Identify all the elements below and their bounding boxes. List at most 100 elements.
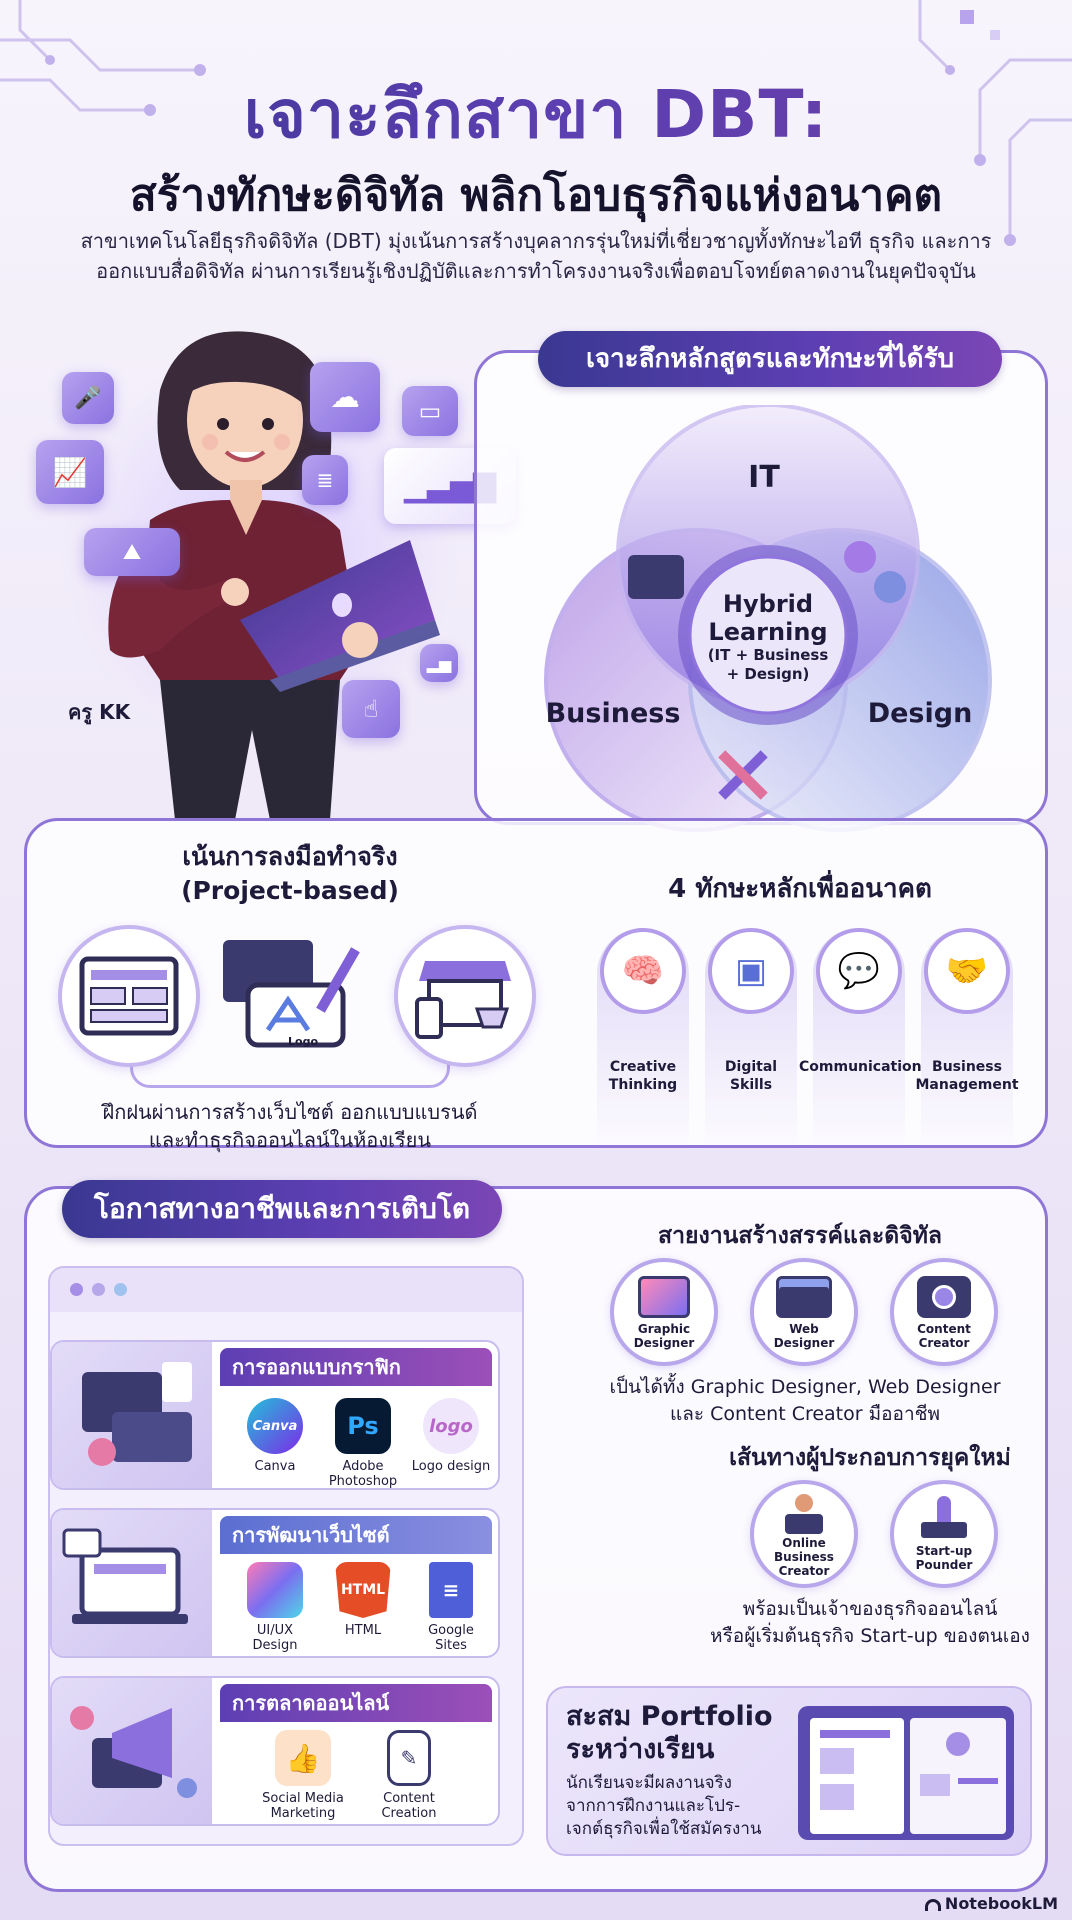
code-monitor-icon [776,1276,832,1318]
intro-text: สาขาเทคโนโลยีธุรกิจดิจิทัล (DBT) มุ่งเน้… [70,226,1002,286]
photoshop-icon: Ps [335,1398,391,1454]
intro-line-2: ออกแบบสื่อดิจิทัล ผ่านการเรียนรู้เชิงปฏิ… [96,259,976,283]
skill-3-line-1: Communication [799,1059,922,1075]
tablet-stylus-icon [638,1276,690,1318]
small-chart-icon: ▂▅ [420,644,458,682]
website-ring [58,925,200,1067]
teacher-name: ครู KK [68,700,131,724]
skill-2-line-2: Skills [729,1077,773,1093]
window-dot-3 [114,1283,127,1296]
footer-brand: NotebookLM [924,1894,1058,1913]
portfolio-title-line-1: สะสม Portfolio [566,1701,773,1732]
tool-uiux-line-2: Design [252,1638,298,1653]
web-dev-illustration [52,1510,212,1656]
venn-diagram [544,405,992,832]
handshake-chart-icon: 🤝 [924,928,1010,1014]
project-desc-line-2: และทำธุรกิจออนไลน์ในห้องเรียน [148,1128,432,1152]
tool-content-line-1: Content [383,1791,435,1806]
job-graphic-line-1: Graphic [637,1322,691,1336]
category-web-title: การพัฒนาเว็บไซต์ [220,1516,492,1554]
thumbs-up-icon: 👍 [275,1730,331,1786]
uiux-icon [247,1562,303,1618]
graphic-design-illustration [52,1342,212,1488]
job-startup-line-1: Start-up [915,1544,973,1558]
online-shop-icon [415,961,511,1039]
code-window-icon [628,555,684,599]
portfolio-desc-line-3: เจกต์ธุรกิจเพื่อใช้สมัครงาน [566,1819,762,1839]
tool-content-line-2: Creation [381,1806,437,1821]
touch-icon: ☝ [342,680,400,738]
category-marketing-title: การตลาดออนไลน์ [220,1684,492,1722]
career-pill: โอกาสทางอาชีพและการเติบโต [62,1180,502,1238]
person-laptop-icon [781,1494,827,1534]
tool-google-sites-line-2: Sites [435,1638,467,1653]
notebooklm-logo-icon [924,1898,941,1911]
skills-title: 4 ทักษะหลักเพื่ออนาคต [668,874,932,904]
job-online-line-1: Online [782,1536,826,1550]
tool-uiux-line-1: UI/UX [256,1623,294,1638]
creative-desc-line-2: และ Content Creator มืออาชีพ [669,1403,941,1425]
job-online-line-2: Business [774,1550,834,1564]
website-wireframe-icon [79,956,179,1036]
rocket-laptop-icon [917,1496,971,1540]
tool-social-line-2: Marketing [270,1806,336,1821]
microphone-icon: 🎤 [62,372,114,424]
project-title-line-1: เน้นการลงมือทำจริง [182,842,398,871]
browser-toolbar [50,1268,522,1312]
database-icon: ≣ [302,455,348,505]
venn-label-business: Business [545,698,681,729]
logo-design-illustration: Logo [218,935,368,1055]
project-desc-line-1: ฝึกฝนผ่านการสร้างเว็บไซต์ ออกแบบแบรนด์ [102,1100,478,1124]
venn-label-it: IT [748,460,780,495]
google-sites-icon: ≡ [429,1562,473,1618]
project-connector [130,1048,450,1088]
job-graphic-line-2: Designer [633,1336,695,1350]
venn-label-design: Design [867,698,973,729]
logo-icon: logo [423,1398,479,1454]
camera-icon [917,1276,971,1318]
logo-caption: Logo [288,1035,318,1048]
venn-center-label: Hybrid Learning (IT + Business + Design) [688,590,848,684]
footer-brand-text: NotebookLM [944,1894,1058,1913]
window-dot-1 [70,1283,83,1296]
tool-social-line-1: Social Media [262,1791,344,1806]
venn-center-line-2: Learning [708,618,828,646]
project-desc: ฝึกฝนผ่านการสร้างเว็บไซต์ ออกแบบแบรนด์ แ… [90,1098,490,1154]
job-startup-line-2: Pounder [915,1558,973,1572]
job-online-line-3: Creator [778,1564,830,1578]
intro-line-1: สาขาเทคโนโลยีธุรกิจดิจิทัล (DBT) มุ่งเน้… [80,229,992,253]
entrepreneur-desc-line-2: หรือผู้เริ่มต้นธุรกิจ Start-up ของตนเอง [710,1625,1030,1647]
shop-ring [394,925,536,1067]
job-web-line-2: Designer [773,1336,835,1350]
dollar-exchange-icon [844,541,876,573]
tool-photoshop-line-2: Photoshop [328,1474,398,1489]
project-title: เน้นการลงมือทำจริง (Project-based) [120,840,460,908]
tool-html-line-1: HTML [344,1623,382,1638]
monitor-chart-icon: 📈 [36,440,104,504]
page-subtitle: สร้างทักษะดิจิทัล พลิกโอบธุรกิจแห่งอนาคต [129,170,943,221]
marketing-illustration [52,1678,212,1824]
document-pen-icon: ✎ [387,1730,431,1786]
tool-google-sites-line-1: Google [428,1623,474,1638]
venn-center-line-3: (IT + Business [707,646,829,664]
job-content-line-2: Creator [918,1336,970,1350]
portfolio-title: สะสม Portfolio ระหว่างเรียน [566,1700,773,1766]
job-web-line-1: Web [789,1322,819,1336]
venn-center-line-4: + Design) [726,665,810,683]
portfolio-folder-icon [798,1706,1014,1840]
